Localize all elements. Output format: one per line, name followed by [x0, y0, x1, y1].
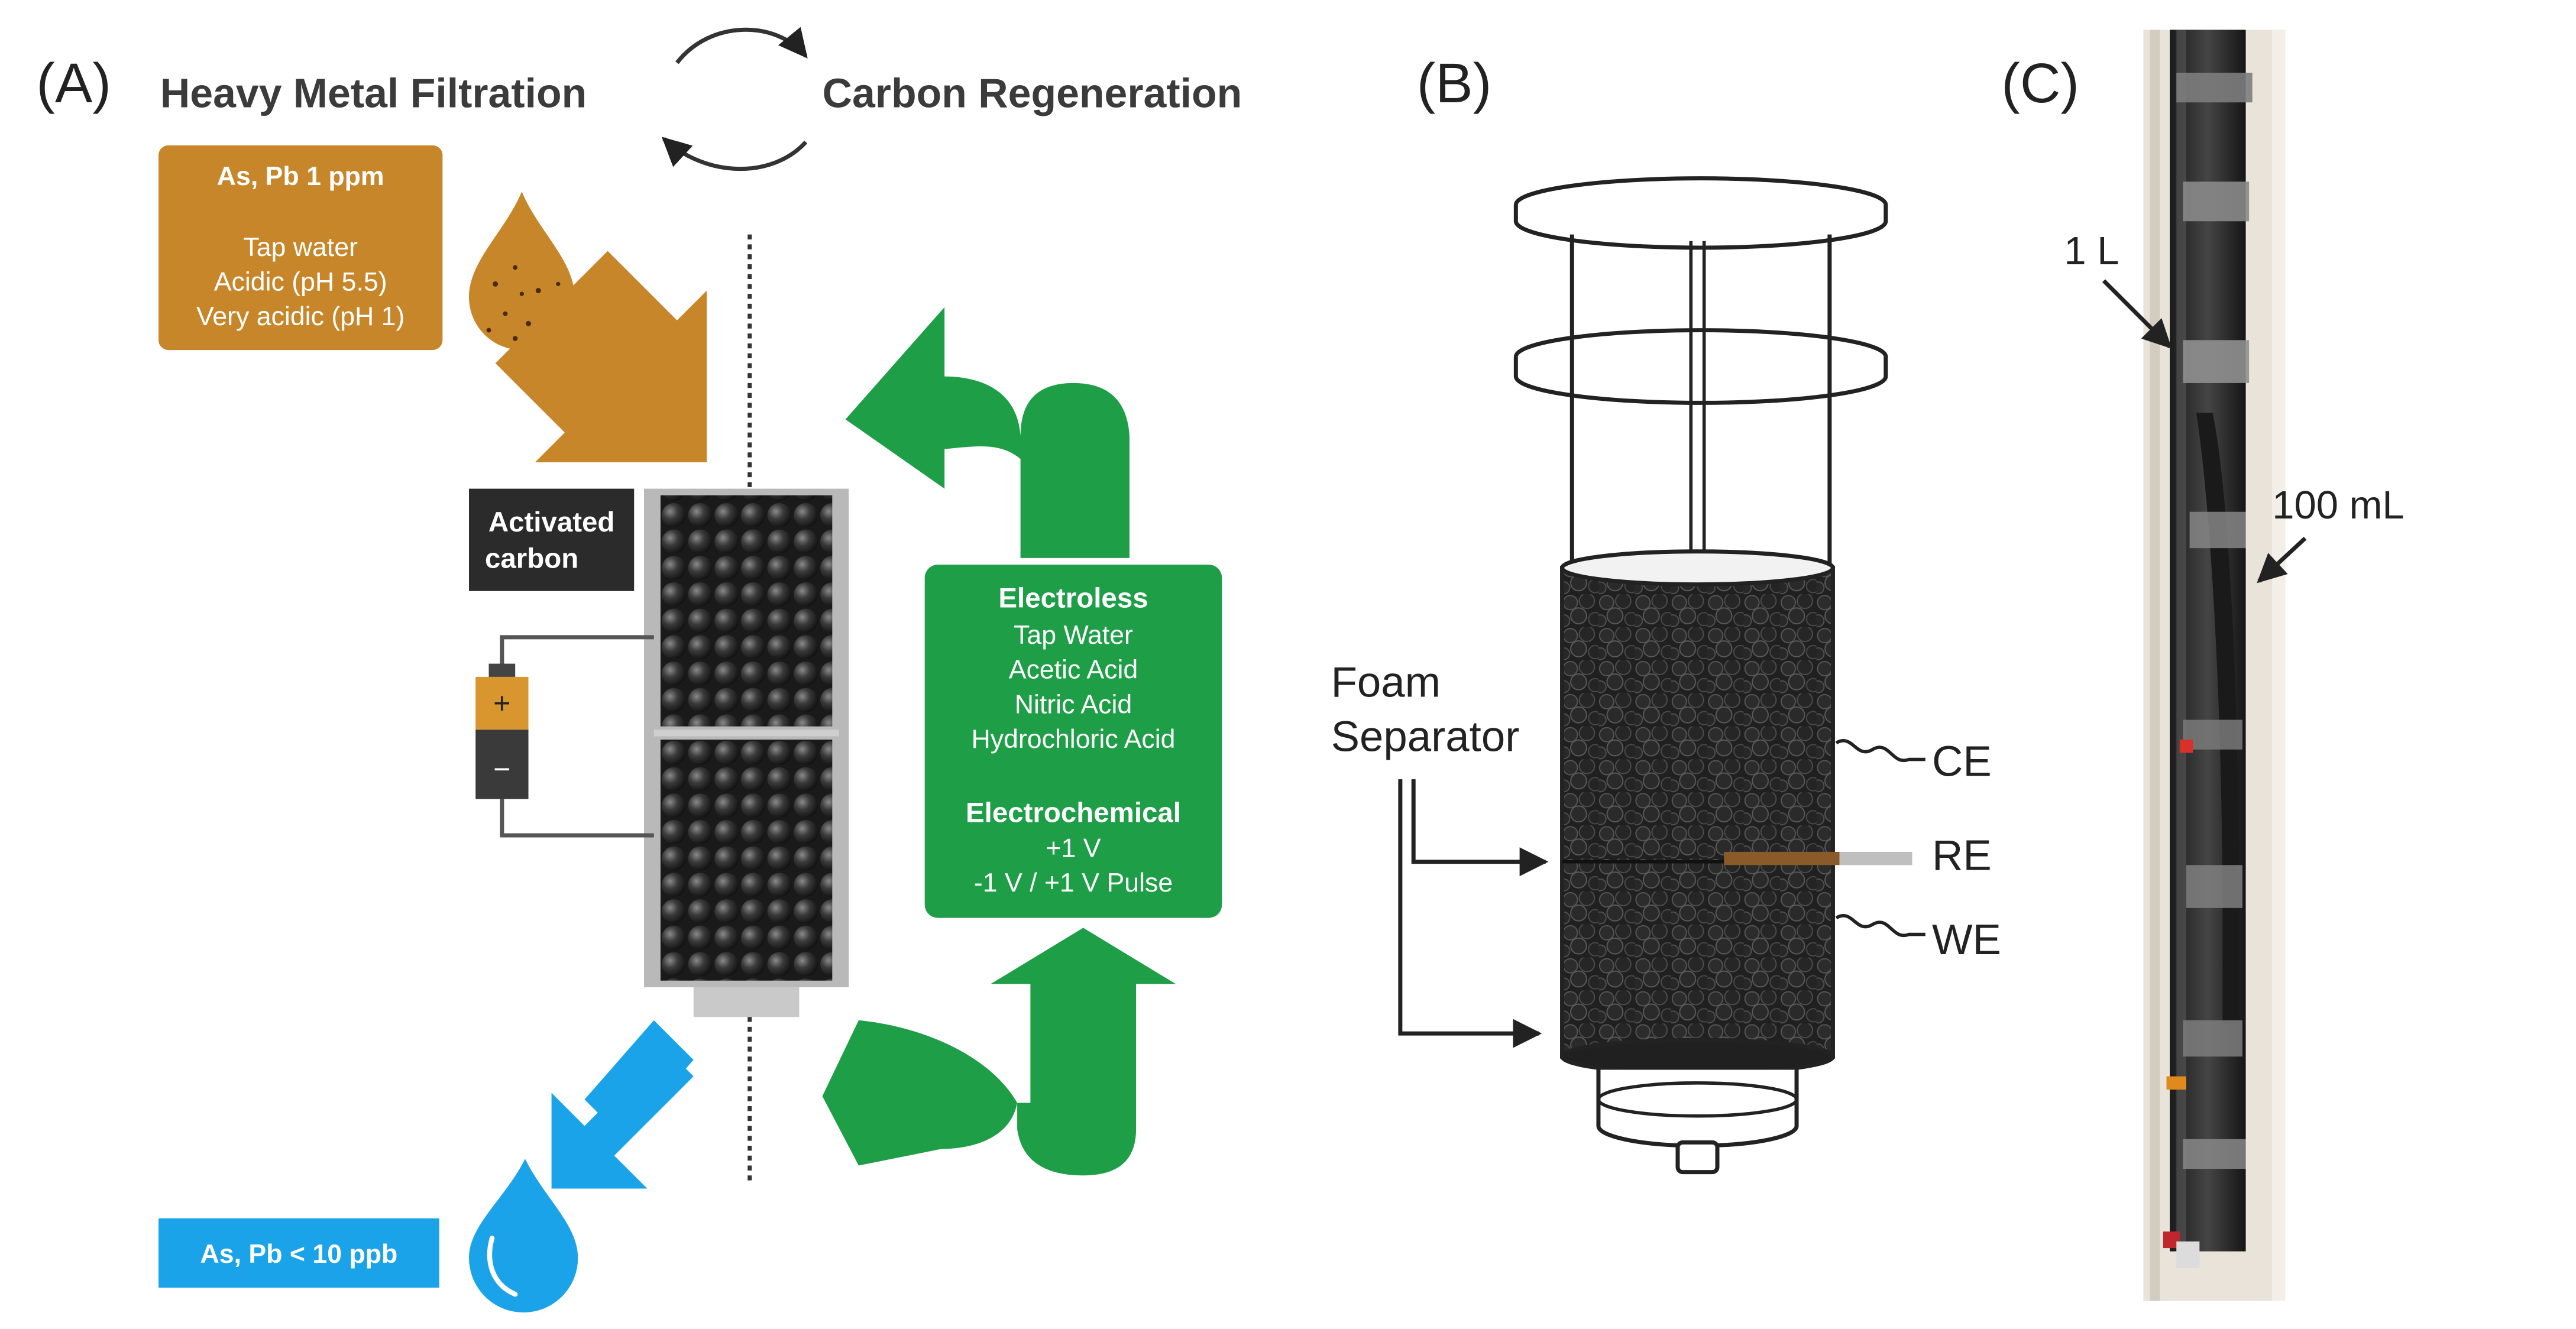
inflow-arrow [495, 251, 707, 462]
carbon-label-box [469, 488, 635, 591]
battery-minus: − [493, 753, 510, 786]
electrode-label-ce: CE [1932, 737, 1992, 785]
separator-label-line-1: Foam [1331, 658, 1441, 706]
regeneration-title: Carbon Regeneration [823, 70, 1242, 116]
regen-methods-box [924, 565, 1222, 918]
carbon-bed-upper [660, 495, 833, 727]
panel-b-label: (B) [1417, 52, 1492, 115]
panel-a-label: (A) [36, 52, 111, 115]
callout-100ml: 100 mL [2272, 483, 2404, 527]
electrode-label-re: RE [1932, 832, 1992, 880]
influent-title: As, Pb 1 ppm [217, 162, 384, 191]
electroless-item-2: Acetic Acid [1009, 656, 1138, 685]
electroless-item-3: Nitric Acid [1015, 690, 1132, 719]
electrode-label-we: WE [1932, 916, 2001, 964]
effluent-box [158, 1218, 439, 1288]
electroless-title: Electroless [998, 583, 1148, 614]
electrochemical-title: Electrochemical [966, 798, 1181, 829]
regen-arrow-top [845, 307, 1130, 558]
callout-1l: 1 L [2064, 229, 2119, 273]
electroless-item-1: Tap Water [1014, 621, 1133, 650]
electrochemical-item-1: +1 V [1046, 834, 1101, 863]
carbon-bed-lower [660, 740, 833, 981]
cycle-arrow-bottom [661, 137, 808, 171]
panel-a: (A) Heavy Metal Filtration Carbon Regene… [36, 27, 1242, 1312]
electroless-item-4: Hydrochloric Acid [972, 725, 1176, 754]
callout-100ml-arrow [2257, 536, 2307, 584]
cycle-arrow-top [675, 27, 808, 64]
electrochemical-item-2: -1 V / +1 V Pulse [974, 868, 1173, 897]
regen-arrow-bottom [822, 928, 1176, 1176]
clean-drop-icon [469, 1159, 578, 1312]
influent-line-1: Tap water [243, 233, 358, 262]
separator-label-line-2: Separator [1331, 713, 1520, 761]
effluent-label: As, Pb < 10 ppb [200, 1240, 398, 1269]
reference-electrode [1724, 851, 1840, 866]
carbon-label-line-1: Activated [488, 507, 615, 538]
carbon-label-line-2: carbon [485, 543, 578, 575]
panel-b: (B) Foam Separator CE RE WE [1331, 52, 2001, 1175]
separator-arrow-lower [1398, 779, 1542, 1048]
influent-line-2: Acidic (pH 5.5) [214, 268, 387, 297]
foam-column [1560, 566, 1835, 1059]
battery-plus: + [493, 686, 510, 719]
panel-c-label: (C) [2001, 52, 2079, 115]
panel-c: (C) 1 L 100 mL [2001, 30, 2405, 1301]
column-outlet [693, 987, 800, 1017]
influent-box [158, 145, 443, 351]
separator-arrow-upper [1411, 779, 1549, 877]
circuit-wire-top [500, 635, 654, 674]
column-photo [2143, 30, 2286, 1301]
battery-icon: + − [475, 663, 529, 799]
column-top-rim [1560, 549, 1835, 587]
influent-line-3: Very acidic (pH 1) [196, 302, 404, 331]
column-base [1596, 1069, 1799, 1148]
callout-1l-arrow [2102, 279, 2172, 349]
circuit-wire-bottom [500, 799, 654, 838]
filtration-title: Heavy Metal Filtration [160, 70, 587, 116]
